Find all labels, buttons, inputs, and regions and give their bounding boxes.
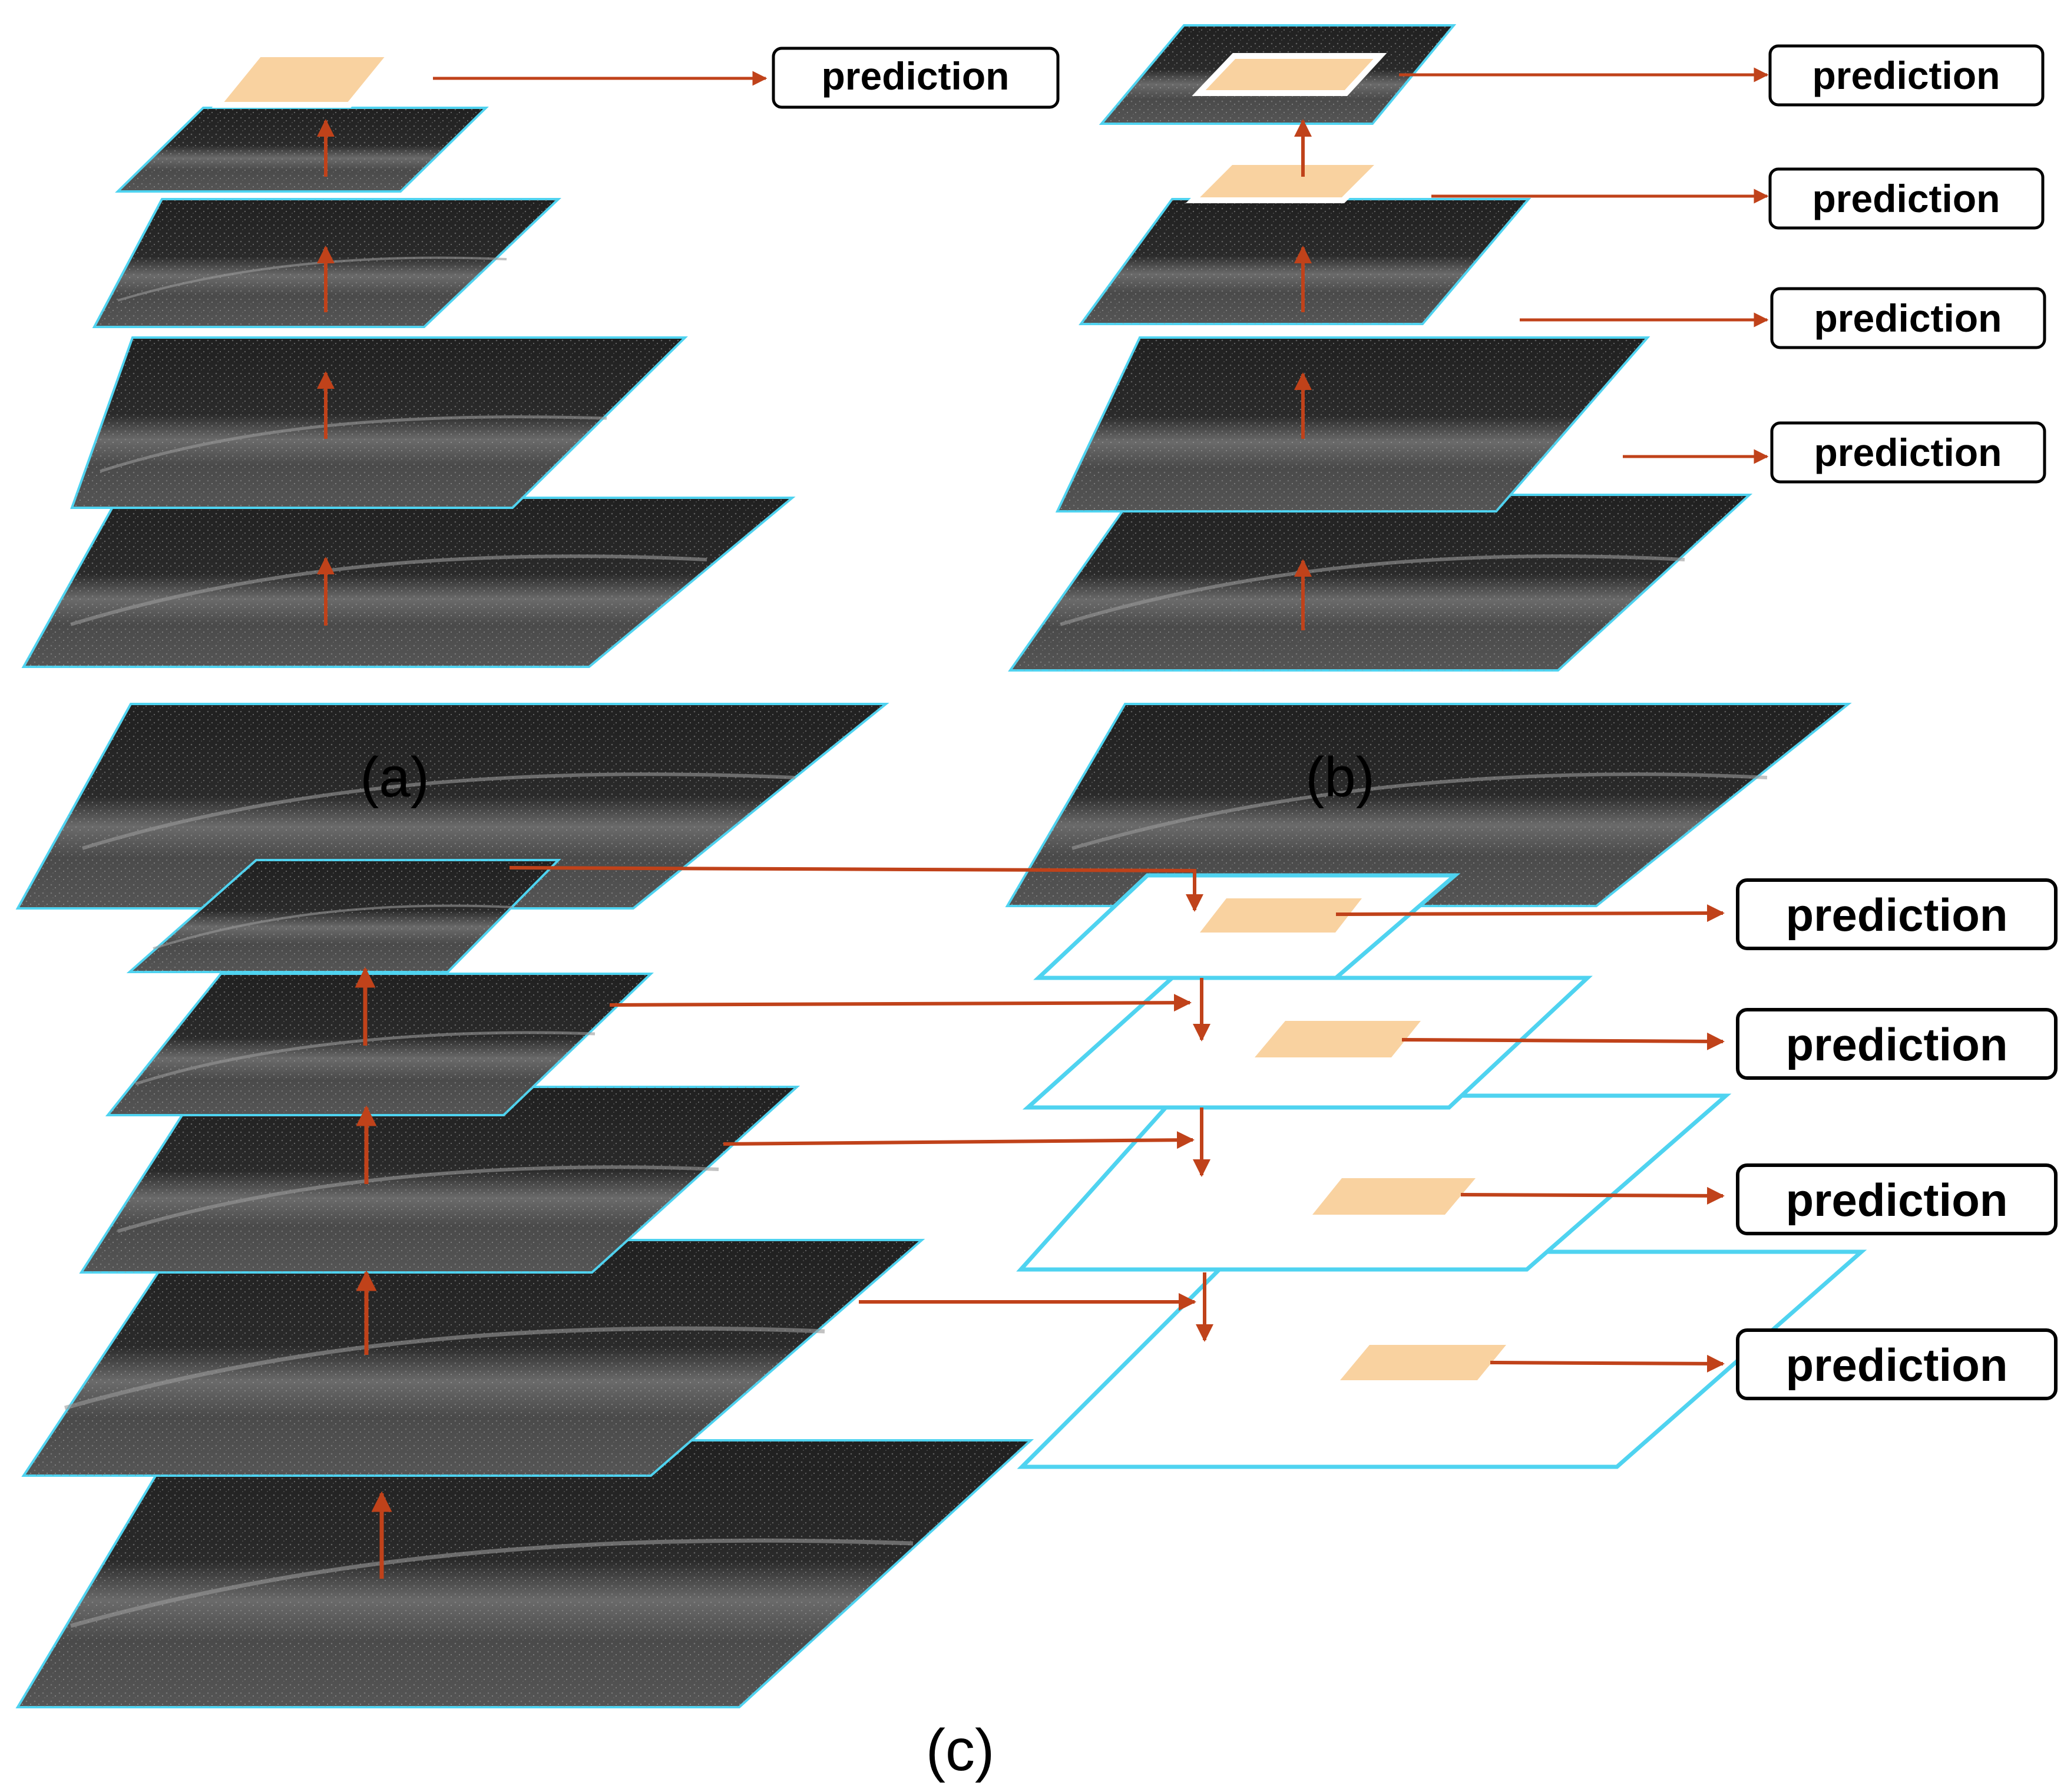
panel-c-arrow-to-prediction-4 xyxy=(1490,1354,1725,1373)
panel-c-feature-box-2 xyxy=(1255,1021,1421,1057)
panel-c-arrow-to-prediction-2 xyxy=(1401,1032,1725,1050)
panel-c-lateral-arrow-2 xyxy=(609,994,1192,1012)
panel-a-image-layer-4 xyxy=(21,497,796,668)
panel-b-prediction-label-3: prediction xyxy=(1814,296,2002,340)
panel-b-image-layer-4 xyxy=(1008,423,1753,672)
panel-b-prediction-label-1: prediction xyxy=(1812,54,2000,97)
panel-c-feature-box-3 xyxy=(1312,1178,1476,1215)
panel-c-prediction-label-3: prediction xyxy=(1785,1174,2007,1226)
panel-b-prediction-box-1: prediction xyxy=(1768,44,2045,107)
panel-c-prediction-label-4: prediction xyxy=(1785,1339,2007,1391)
panel-c-image-layer-5 xyxy=(15,1439,1034,1708)
panel-c-prediction-box-2: prediction xyxy=(1736,1008,2058,1080)
panel-a-image-layer-1 xyxy=(115,51,489,193)
panel-c-arrow-to-prediction-3 xyxy=(1460,1186,1725,1205)
panel-c-prediction-label-1: prediction xyxy=(1785,889,2007,941)
panel-a: prediction (a) xyxy=(15,47,1060,910)
panel-a-image-layer-5 xyxy=(15,703,889,910)
panel-b-image-layer-5 xyxy=(1005,703,1852,907)
panel-b: prediction prediction prediction predict… xyxy=(1005,24,2046,907)
panel-c-image-layer-3 xyxy=(79,1086,801,1274)
panel-c-arrow-to-prediction-1 xyxy=(1335,904,1725,923)
panel-c-prediction-box-3: prediction xyxy=(1736,1163,2058,1235)
panel-a-feature-box xyxy=(211,51,397,108)
panel-c-prediction-label-2: prediction xyxy=(1785,1019,2007,1070)
panel-b-prediction-box-4: prediction xyxy=(1770,421,2046,484)
panel-b-caption: (b) xyxy=(1305,746,1374,809)
panel-b-prediction-box-2: prediction xyxy=(1768,167,2045,230)
panel-c-caption: (c) xyxy=(926,1717,995,1783)
panel-c-prediction-box-1: prediction xyxy=(1736,878,2058,950)
panel-a-image-layer-3 xyxy=(70,336,688,509)
panel-c: prediction prediction prediction predict… xyxy=(15,859,2058,1783)
panel-c-image-layer-1 xyxy=(126,859,561,973)
panel-c-feature-box-4 xyxy=(1340,1345,1506,1380)
panel-b-prediction-label-2: prediction xyxy=(1812,177,2000,220)
panel-c-image-layer-2 xyxy=(105,973,654,1116)
panel-c-feature-box-1 xyxy=(1200,898,1362,933)
panel-c-image-layer-4 xyxy=(21,1239,925,1477)
panel-b-prediction-box-3: prediction xyxy=(1770,287,2046,349)
panel-a-caption: (a) xyxy=(360,746,429,809)
panel-a-prediction-label: prediction xyxy=(821,54,1009,98)
panel-c-lateral-arrow-3 xyxy=(723,1131,1195,1149)
panel-c-prediction-box-4: prediction xyxy=(1736,1328,2058,1400)
panel-b-image-layer-1 xyxy=(1099,24,1457,125)
panel-b-prediction-label-4: prediction xyxy=(1814,431,2002,474)
panel-c-lateral-arrow-1 xyxy=(509,866,1203,912)
panel-b-feature-box-1 xyxy=(1192,53,1387,96)
panel-a-prediction-box: prediction xyxy=(772,47,1060,109)
panel-b-feature-box-2 xyxy=(1185,159,1389,203)
